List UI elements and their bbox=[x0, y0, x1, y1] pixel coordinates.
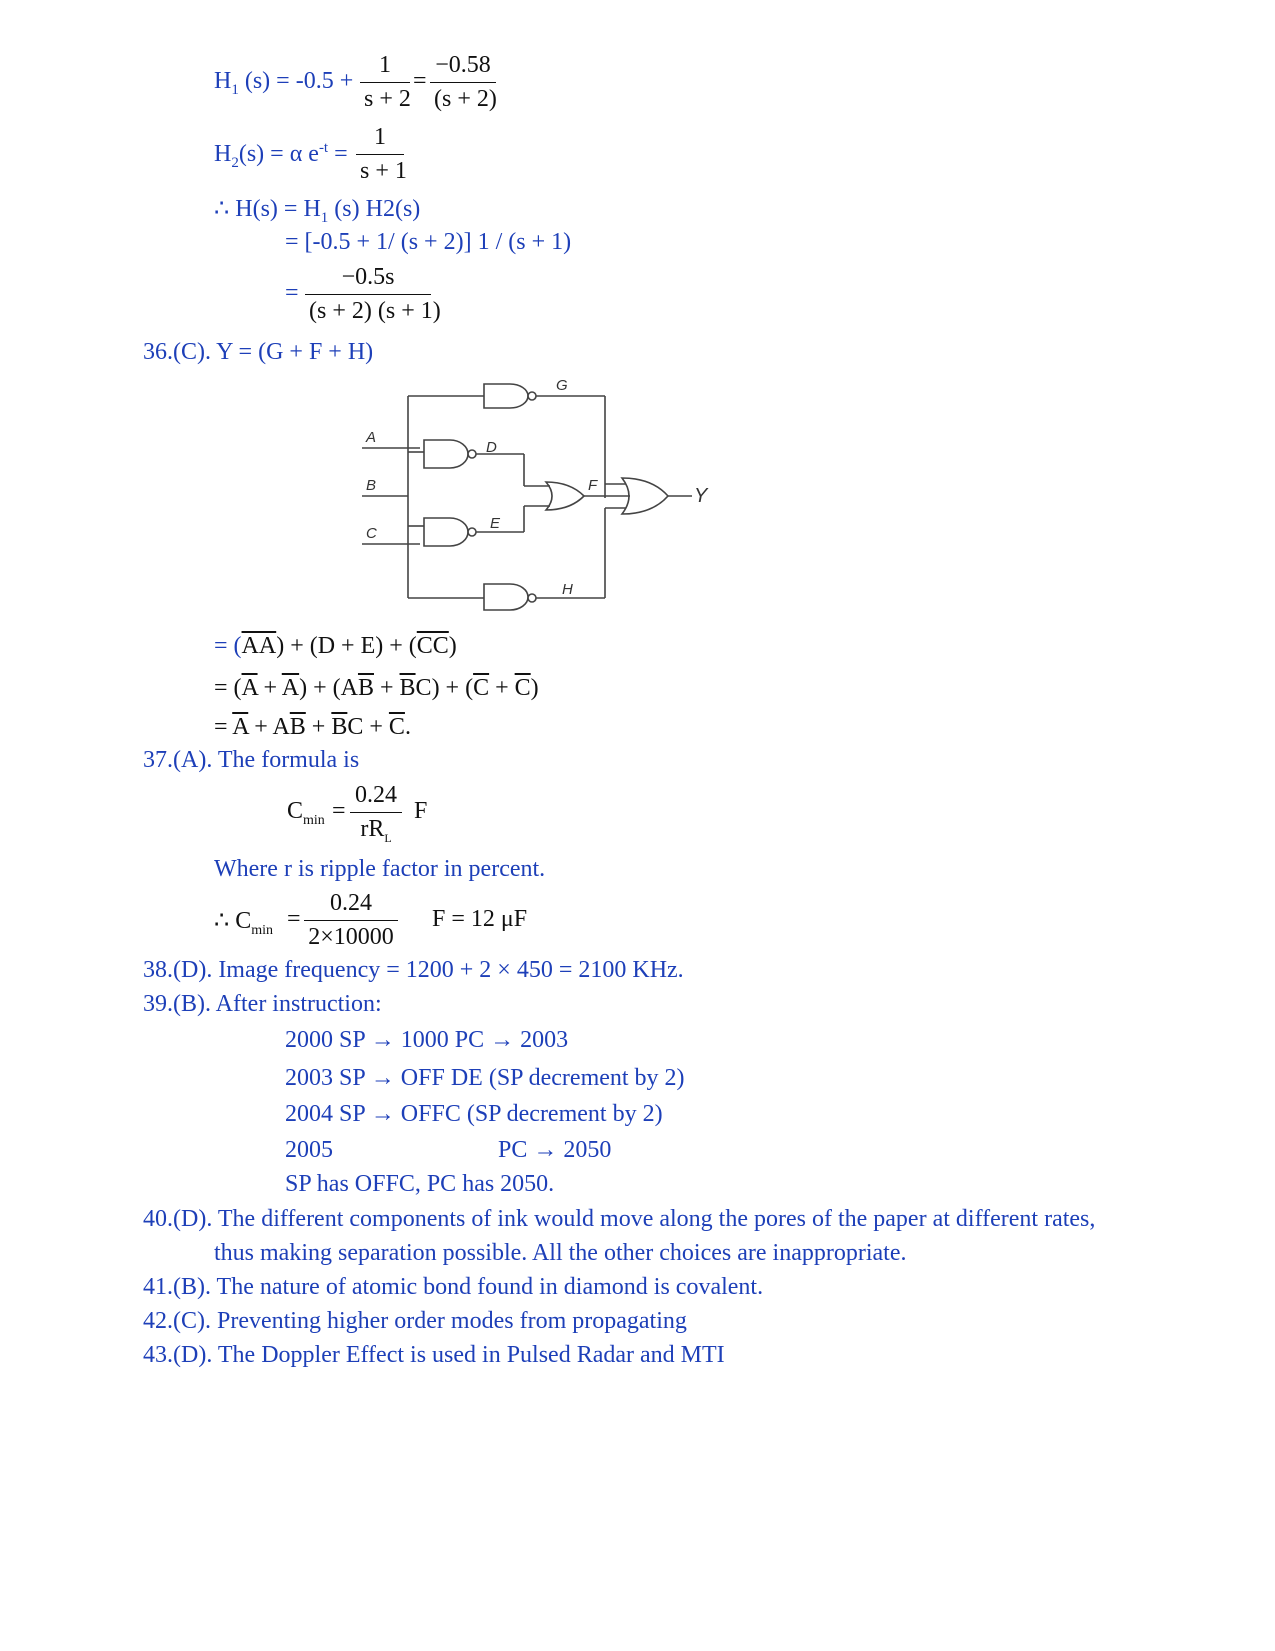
h-result-equals: = bbox=[285, 280, 299, 306]
h-expanded-line: = [-0.5 + 1/ (s + 2)] 1 / (s + 1) bbox=[285, 229, 572, 255]
q37-calc-result: F = 12 μF bbox=[432, 906, 528, 932]
label-b: B bbox=[366, 477, 376, 494]
h-result-fraction: −0.5s(s + 2) (s + 1) bbox=[305, 264, 441, 325]
label-g: G bbox=[556, 378, 568, 394]
label-c: C bbox=[366, 525, 377, 542]
q40-line-2: thus making separation possible. All the… bbox=[214, 1240, 907, 1266]
q37-cmin-equals: = bbox=[332, 798, 346, 824]
q37-unit: F bbox=[414, 798, 428, 824]
nand-gate-d bbox=[423, 439, 469, 469]
q36-step-1: = (AA) + (D + E) + (CC) bbox=[214, 633, 457, 659]
q37-calc-lhs: ∴ Cmin bbox=[214, 908, 274, 938]
q39-line-4b: PC → 2050 bbox=[498, 1137, 612, 1163]
label-y: Y bbox=[694, 485, 709, 507]
logic-circuit-diagram: A B C D E F G H Y bbox=[360, 377, 732, 626]
q36-step-2: = (A + A) + (AB + BC) + (C + C) bbox=[214, 675, 539, 701]
q42-answer: 42.(C). Preventing higher order modes fr… bbox=[143, 1308, 687, 1334]
q39-line-5: SP has OFFC, PC has 2050. bbox=[285, 1171, 555, 1197]
label-a: A bbox=[365, 429, 376, 446]
q36-step-3: = A + AB + BC + C. bbox=[214, 714, 411, 740]
q36-heading: 36.(C). Y = (G + F + H) bbox=[143, 339, 374, 365]
q39-line-4a: 2005 bbox=[285, 1137, 333, 1163]
h1-equals: = bbox=[413, 68, 427, 94]
nand-g-bubble bbox=[527, 391, 537, 401]
q39-line-2: 2003 SP → OFF DE (SP decrement by 2) bbox=[285, 1065, 685, 1091]
label-h: H bbox=[562, 581, 573, 598]
q43-answer: 43.(D). The Doppler Effect is used in Pu… bbox=[143, 1342, 725, 1368]
or-gate-f bbox=[544, 481, 586, 511]
h1-fraction-2: −0.58(s + 2) bbox=[430, 52, 497, 113]
nand-gate-g bbox=[483, 383, 529, 409]
nand-d-bubble bbox=[467, 449, 477, 459]
q41-answer: 41.(B). The nature of atomic bond found … bbox=[143, 1274, 764, 1300]
label-d: D bbox=[486, 439, 497, 456]
or-gate-y bbox=[620, 477, 670, 515]
h2-lhs: H2(s) = α e-t = bbox=[214, 140, 348, 171]
q40-line-1: 40.(D). The different components of ink … bbox=[143, 1206, 1096, 1232]
nand-gate-e bbox=[423, 517, 469, 547]
q39-line-1: 2000 SP → 1000 PC → 2003 bbox=[285, 1027, 569, 1053]
h-product-line: ∴ H(s) = H1 (s) H2(s) bbox=[214, 196, 421, 226]
nand-gate-h bbox=[483, 583, 529, 611]
nand-e-bubble bbox=[467, 527, 477, 537]
q37-heading: 37.(A). The formula is bbox=[143, 747, 360, 773]
label-e: E bbox=[490, 515, 501, 532]
q37-calc-equals: = bbox=[287, 906, 301, 932]
nand-h-bubble bbox=[527, 593, 537, 603]
q37-cmin-lhs: Cmin bbox=[287, 798, 325, 828]
h1-lhs: H1 (s) = -0.5 + bbox=[214, 68, 354, 98]
q39-line-3: 2004 SP → OFFC (SP decrement by 2) bbox=[285, 1101, 663, 1127]
label-f: F bbox=[588, 477, 598, 494]
q38-answer: 38.(D). Image frequency = 1200 + 2 × 450… bbox=[143, 957, 684, 983]
q37-note: Where r is ripple factor in percent. bbox=[214, 856, 546, 882]
q39-heading: 39.(B). After instruction: bbox=[143, 991, 382, 1017]
